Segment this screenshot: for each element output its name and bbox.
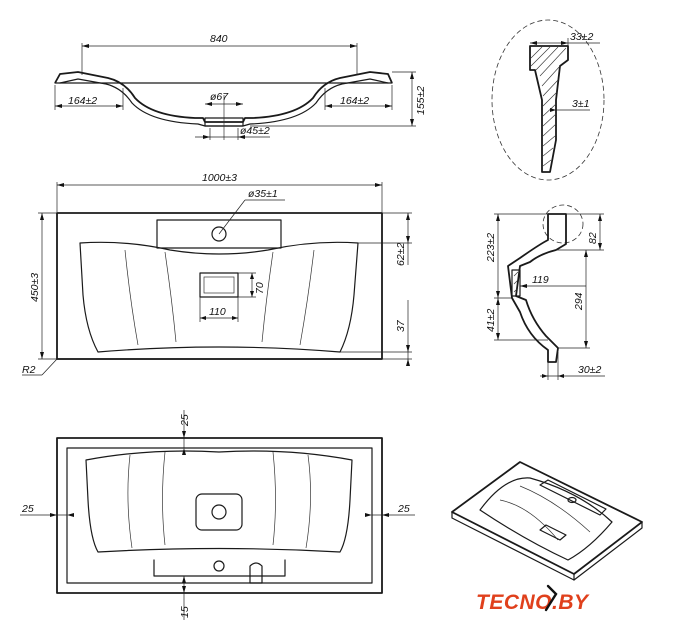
dim-25-top: 25 [179,414,191,427]
dim-840: 840 [210,33,228,45]
bottom-view: 25 25 25 15 [20,410,415,620]
dim-d35: ø35±1 [248,188,278,200]
dim-33: 33±2 [570,31,593,43]
detail-view: 33±2 3±1 [491,19,605,181]
bottom-bowl [85,450,353,553]
dim-164-right: 164±2 [340,95,369,107]
detail-profile [529,45,569,173]
dim-62: 62±2 [395,243,407,266]
dim-155: 155±2 [415,86,427,115]
dim-25-right: 25 [397,503,410,515]
dim-41: 41±2 [485,309,497,332]
brand-logo: TECNO.BY [476,584,590,614]
dim-37: 37 [395,319,407,332]
logo-text: TECNO.BY [476,591,590,614]
dim-223: 223±2 [485,233,497,263]
dim-294: 294 [573,292,585,311]
dim-1000: 1000±3 [202,172,237,184]
side-view: 223±2 41±2 82 294 119 30±2 [485,204,605,380]
dim-82: 82 [587,232,599,244]
dim-d67: ø67 [210,91,229,103]
plan-view: 1000±3 ø35±1 450±3 62±2 37 70 [22,172,412,376]
dim-d45: ø45±2 [240,125,270,137]
dim-3: 3±1 [572,98,589,110]
section-view: 840 164±2 164±2 ø67 ø45±2 155±2 [54,33,427,140]
dim-25-left: 25 [21,503,34,515]
dim-164-left: 164±2 [68,95,97,107]
isometric-view [451,461,643,581]
dim-15-bottom: 15 [179,606,191,618]
dim-110: 110 [209,306,226,318]
dim-119: 119 [532,274,549,286]
dim-70: 70 [254,282,266,294]
dim-30: 30±2 [578,364,601,376]
dim-450: 450±3 [29,273,41,302]
plan-bowl [79,241,359,353]
dim-r2: R2 [22,364,36,376]
